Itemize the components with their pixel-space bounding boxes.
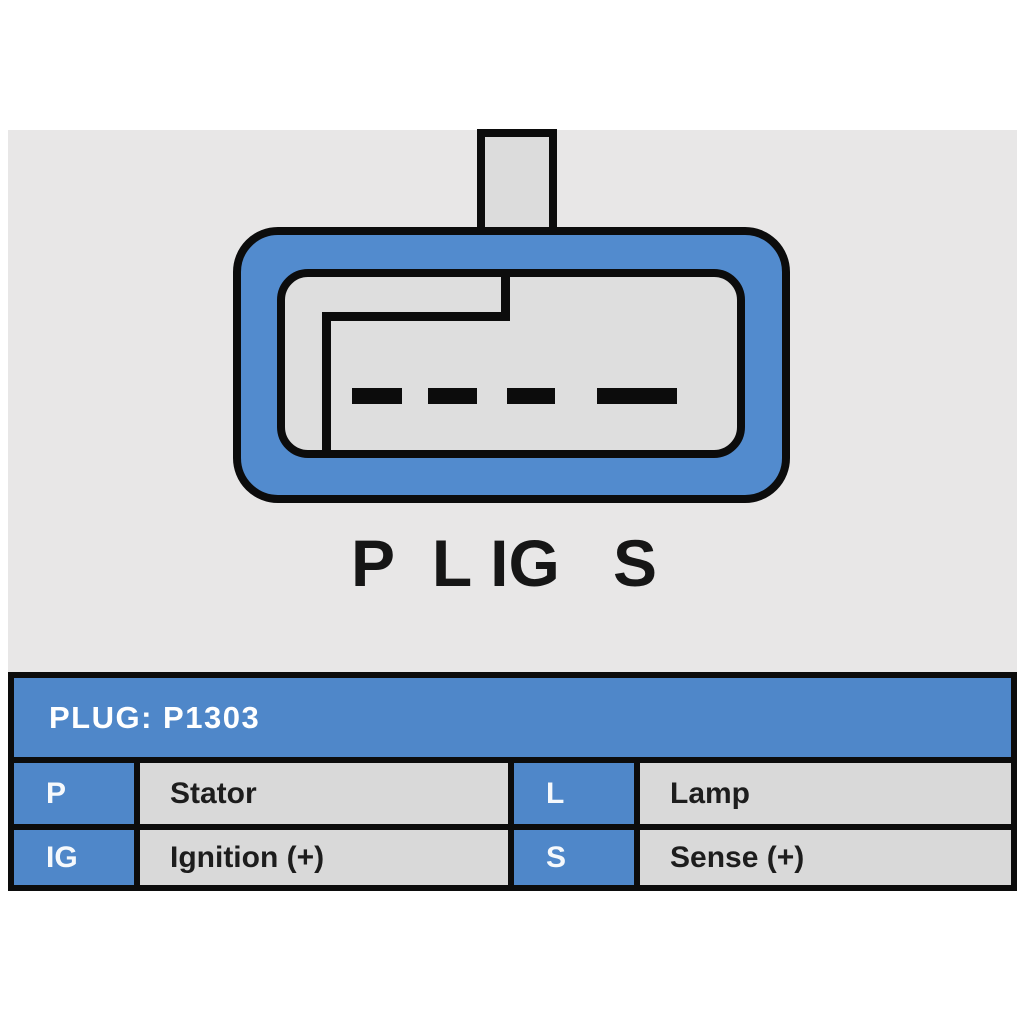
desc-cell-l: Lamp xyxy=(640,763,1011,824)
desc-cell-text: Sense (+) xyxy=(670,840,805,874)
pin-label-ig: IG xyxy=(490,526,560,600)
pin-cell-label: L xyxy=(546,776,565,810)
table-title-bar: PLUG: P1303 xyxy=(14,678,1011,757)
pin-slot-3 xyxy=(507,388,555,404)
pin-cell-label: P xyxy=(46,776,67,810)
desc-cell-ig: Ignition (+) xyxy=(140,830,508,885)
desc-cell-p: Stator xyxy=(140,763,508,824)
desc-cell-text: Stator xyxy=(170,776,257,810)
keyway-horizontal-wall xyxy=(322,312,510,321)
table-title: PLUG: P1303 xyxy=(49,699,261,735)
pin-label-s: S xyxy=(612,526,658,600)
pin-cell-ig: IG xyxy=(14,830,134,885)
pin-cell-l: L xyxy=(514,763,634,824)
connector-face xyxy=(277,269,745,458)
connector-tab xyxy=(477,129,557,237)
pin-label-l: L xyxy=(431,526,473,600)
pin-slot-1 xyxy=(352,388,402,404)
pin-cell-label: S xyxy=(546,840,567,874)
pin-cell-p: P xyxy=(14,763,134,824)
pin-cell-s: S xyxy=(514,830,634,885)
pin-slot-2 xyxy=(428,388,477,404)
desc-cell-s: Sense (+) xyxy=(640,830,1011,885)
desc-cell-text: Ignition (+) xyxy=(170,840,325,874)
keyway-top-wall xyxy=(501,273,510,321)
pin-cell-label: IG xyxy=(46,840,78,874)
keyway-left-wall xyxy=(322,312,331,454)
pinout-table: PLUG: P1303 P Stator L Lamp IG Ignition … xyxy=(8,672,1017,891)
pin-label-p: P xyxy=(350,526,396,600)
desc-cell-text: Lamp xyxy=(670,776,751,810)
pin-slot-4 xyxy=(597,388,677,404)
